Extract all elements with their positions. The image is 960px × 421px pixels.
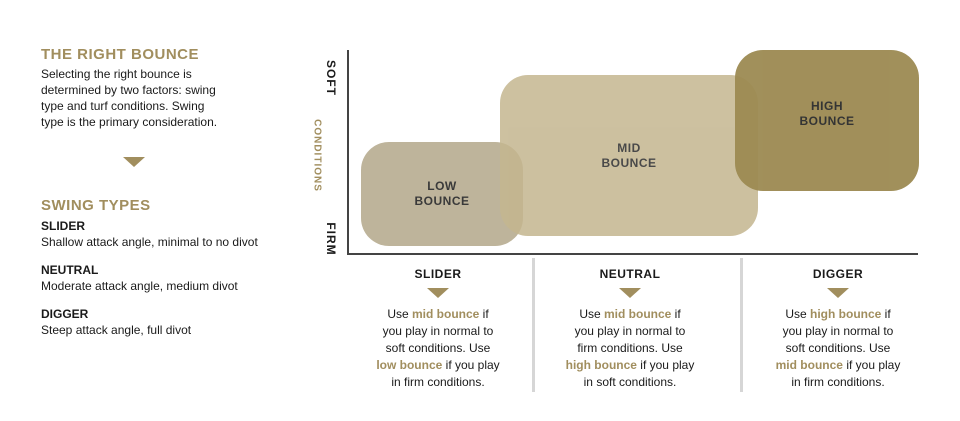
box-label: HIGH: [810, 98, 843, 113]
column-title: NEUTRAL: [599, 267, 661, 281]
text-segment: in firm conditions.: [791, 375, 885, 389]
swing-types-list: SLIDER Shallow attack angle, minimal to …: [41, 219, 258, 338]
column-text-line: in firm conditions.: [350, 374, 526, 391]
intro-line: type is the primary consideration.: [41, 115, 218, 129]
text-segment: you play in normal to: [574, 324, 686, 338]
column-text-line: you play in normal to: [542, 323, 718, 340]
intro-line: type and turf conditions. Swing: [41, 99, 205, 113]
column-text-line: in soft conditions.: [542, 374, 718, 391]
triangle-down-icon: [427, 288, 449, 298]
column-text-line: Use mid bounce if: [542, 306, 718, 323]
text-segment: in firm conditions.: [391, 375, 485, 389]
column-text-line: you play in normal to: [350, 323, 526, 340]
column-text-line: mid bounce if you play: [750, 357, 926, 374]
column-text-line: firm conditions. Use: [542, 340, 718, 357]
text-segment: in soft conditions.: [583, 375, 677, 389]
triangle-down-icon: [619, 288, 641, 298]
box-label: BOUNCE: [601, 155, 657, 170]
highlight-text: high bounce: [565, 358, 637, 372]
column-title: SLIDER: [414, 267, 462, 281]
text-segment: if you play: [636, 358, 695, 372]
swing-types-title: SWING TYPES: [41, 197, 151, 214]
box-label: BOUNCE: [414, 194, 470, 208]
column-text-line: soft conditions. Use: [350, 340, 526, 357]
column-text-line: soft conditions. Use: [750, 340, 926, 357]
x-axis: [347, 253, 918, 255]
highlight-text: high bounce: [810, 307, 882, 321]
intro-title: THE RIGHT BOUNCE: [41, 46, 199, 63]
swing-type-desc: Shallow attack angle, minimal to no divo…: [41, 235, 258, 249]
swing-type-desc: Steep attack angle, full divot: [41, 323, 192, 337]
box-label: BOUNCE: [799, 113, 855, 128]
y-bottom-label: FIRM: [324, 222, 338, 256]
text-segment: you play in normal to: [382, 324, 494, 338]
column-title: DIGGER: [812, 267, 864, 281]
box-label: LOW: [427, 179, 457, 193]
triangle-down-icon: [123, 157, 145, 167]
y-top-label: SOFT: [324, 60, 338, 96]
y-axis-label: CONDITIONS: [311, 119, 323, 192]
intro-line: Selecting the right bounce is: [41, 67, 192, 81]
column-divider: [740, 258, 743, 392]
triangle-down-icon: [827, 288, 849, 298]
text-segment: if: [881, 307, 891, 321]
column-text-line: low bounce if you play: [350, 357, 526, 374]
swing-type-desc: Moderate attack angle, medium divot: [41, 279, 238, 293]
column-text-line: you play in normal to: [750, 323, 926, 340]
text-segment: if: [671, 307, 681, 321]
text-segment: if you play: [442, 358, 500, 372]
swing-type-name: NEUTRAL: [41, 263, 99, 277]
text-segment: Use: [579, 307, 604, 321]
y-axis: [347, 50, 349, 255]
highlight-text: mid bounce: [412, 307, 480, 321]
column-text-line: in firm conditions.: [750, 374, 926, 391]
highlight-text: low bounce: [376, 358, 443, 372]
highlight-text: mid bounce: [604, 307, 672, 321]
highlight-text: mid bounce: [775, 358, 843, 372]
column-text-line: Use mid bounce if: [350, 306, 526, 323]
swing-type-name: DIGGER: [41, 307, 89, 321]
text-segment: if: [479, 307, 489, 321]
text-segment: soft conditions. Use: [385, 341, 491, 355]
text-segment: Use: [785, 307, 810, 321]
column-divider: [532, 258, 535, 392]
text-segment: if you play: [842, 358, 901, 372]
text-segment: Use: [387, 307, 412, 321]
box-label: MID: [617, 140, 641, 155]
intro-line: determined by two factors: swing: [41, 83, 216, 97]
swing-type-name: SLIDER: [41, 219, 86, 233]
text-segment: you play in normal to: [782, 324, 894, 338]
text-segment: firm conditions. Use: [577, 341, 683, 355]
intro-text: Selecting the right bounce is determined…: [41, 66, 217, 130]
column-text-line: high bounce if you play: [542, 357, 718, 374]
text-segment: soft conditions. Use: [785, 341, 891, 355]
column-text-line: Use high bounce if: [750, 306, 926, 323]
